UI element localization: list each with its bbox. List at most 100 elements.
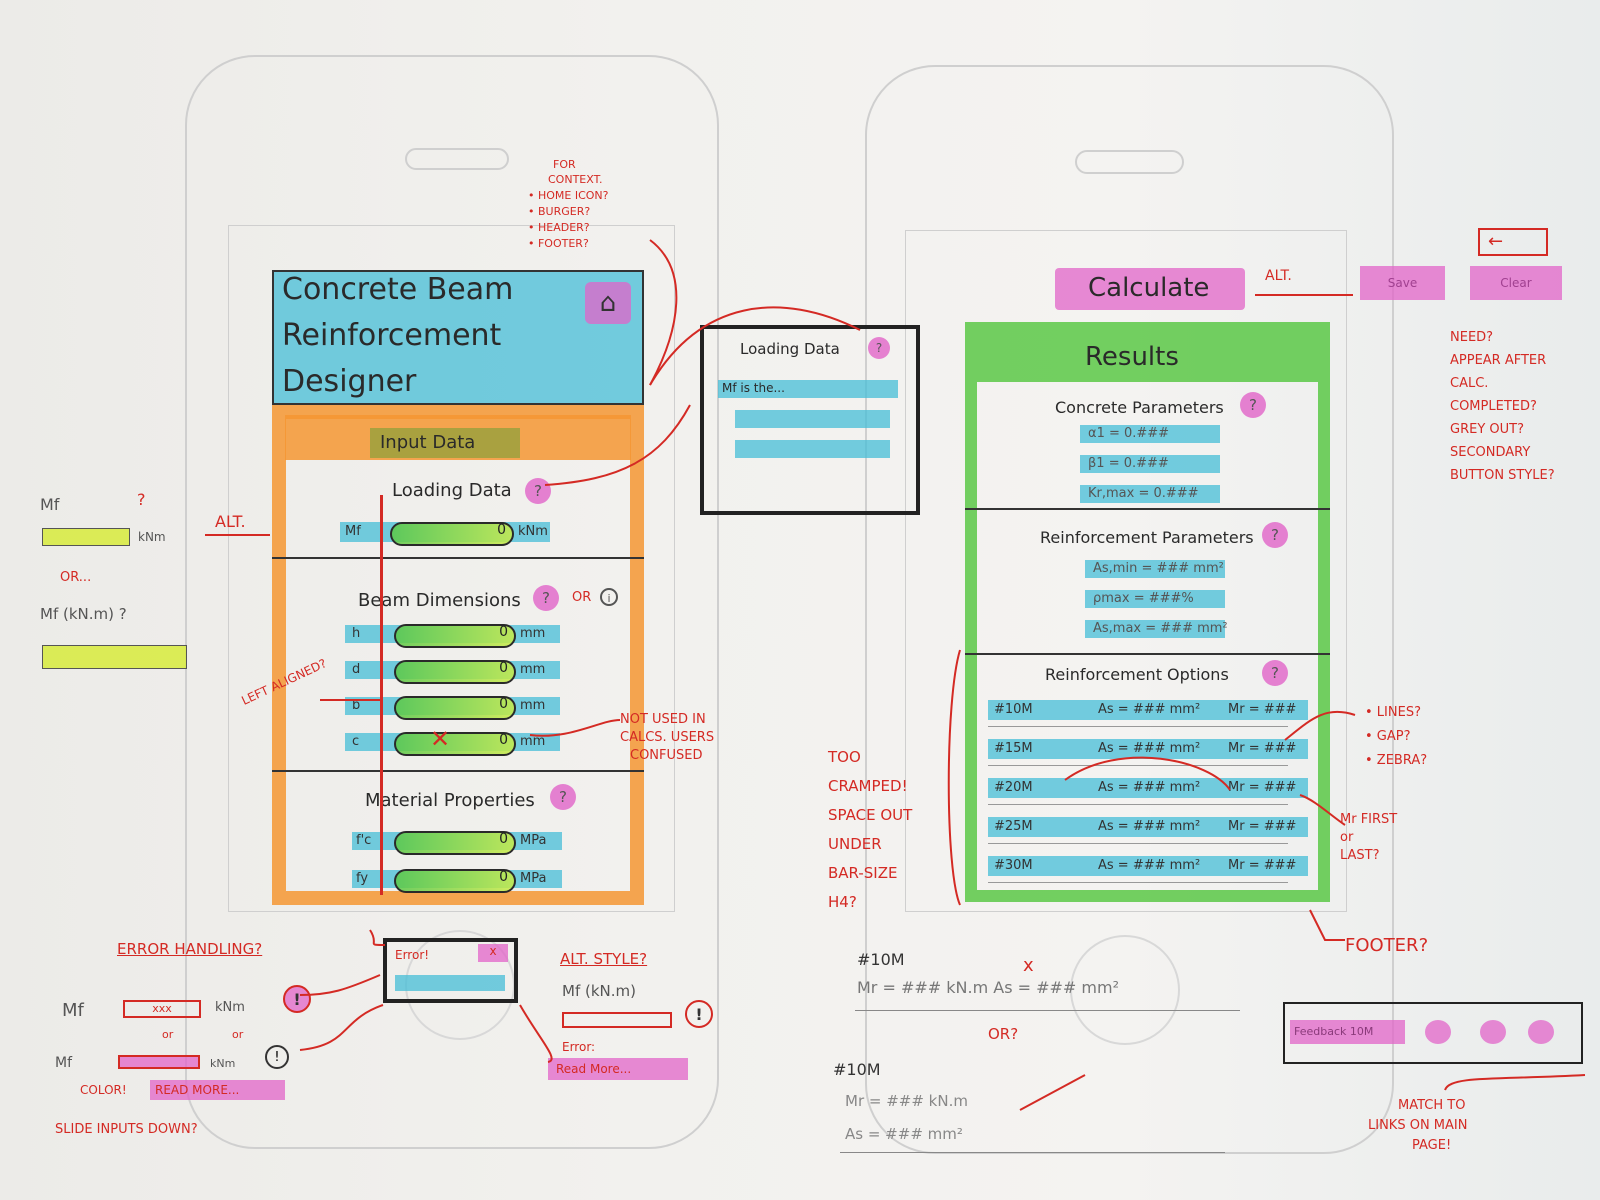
beam-field-label: b (352, 698, 361, 713)
error-mf-field-2 (118, 1055, 200, 1069)
material-help-icon[interactable]: ? (550, 784, 576, 810)
material-field-input[interactable]: 0 (394, 831, 516, 855)
concrete-value-bg (1080, 425, 1220, 443)
input-tab[interactable] (370, 428, 520, 458)
need-note: NEED? (1450, 330, 1494, 345)
option-bar-size: #20M (994, 780, 1033, 795)
beam-field-input[interactable]: 0 (394, 732, 516, 756)
loading-popup-help-icon[interactable]: ? (868, 337, 890, 359)
error-alert-icon: ! (283, 985, 311, 1013)
mr-order-note: LAST? (1340, 848, 1380, 863)
error-slide-note: SLIDE INPUTS DOWN? (55, 1122, 198, 1137)
error-read-more-bg (150, 1080, 285, 1100)
option-row-divider (988, 843, 1288, 844)
beam-help-icon[interactable]: ? (533, 585, 559, 611)
option-bar-size: #15M (994, 741, 1033, 756)
option-as: As = ### mm² (1098, 780, 1201, 795)
concrete-section-title: Concrete Parameters (1055, 398, 1224, 417)
alt-mf-label: Mf (40, 495, 60, 514)
clear-button-label: Clear (1500, 276, 1532, 290)
results-divider-2 (965, 653, 1330, 655)
error-alert-icon-2: ! (265, 1045, 289, 1069)
option-row[interactable]: #25M As = ### mm² Mr = ### (988, 817, 1308, 837)
error-read-more[interactable]: READ MORE... (155, 1083, 240, 1097)
option-as: As = ### mm² (1098, 858, 1201, 873)
need-note: BUTTON STYLE? (1450, 468, 1555, 483)
mr-order-note: or (1340, 830, 1354, 845)
save-button[interactable]: Save (1360, 266, 1445, 300)
reinf-help-icon[interactable]: ? (1262, 522, 1288, 548)
footer-icon-1[interactable] (1425, 1020, 1451, 1044)
beam-field-input[interactable]: 0 (394, 624, 516, 648)
concrete-help-icon[interactable]: ? (1240, 392, 1266, 418)
mf-input[interactable]: 0 (390, 522, 514, 546)
error-heading: ERROR HANDLING? (117, 940, 263, 958)
footer-icon-3[interactable] (1528, 1020, 1554, 1044)
left-phone-outline (185, 55, 719, 1149)
loading-popup-line-2 (735, 410, 890, 428)
beam-field-input[interactable]: 0 (394, 696, 516, 720)
results-divider-1 (965, 508, 1330, 510)
app-title-line-1: Concrete Beam (282, 272, 514, 307)
beam-info-icon-alt: i (600, 588, 618, 606)
calculate-button[interactable] (1055, 268, 1245, 310)
alt-mf-question: ? (137, 490, 146, 509)
reinf-value-bg (1085, 620, 1225, 638)
alt-mf-label-2: Mf (kN.m) ? (40, 605, 127, 623)
alt-style-read-more[interactable]: Read More... (556, 1062, 632, 1076)
cramped-note: SPACE OUT (828, 806, 913, 824)
reinf-value: As,min = ### mm² (1093, 561, 1224, 576)
option-bar-size: #25M (994, 819, 1033, 834)
cramped-note: CRAMPED! (828, 777, 908, 795)
footer-sketch (1283, 1002, 1583, 1064)
calc-alt-arrow: ALT. (1265, 268, 1292, 284)
reinf-value-bg (1085, 560, 1225, 578)
options-help-icon[interactable]: ? (1262, 660, 1288, 686)
material-field-value: 0 (499, 831, 508, 847)
footer-icon-2[interactable] (1480, 1020, 1506, 1044)
back-arrow-icon-sketch: ← (1478, 228, 1548, 256)
material-field-unit: MPa (520, 833, 547, 848)
material-field-value: 0 (499, 869, 508, 885)
match-note-1: LINKS ON MAIN (1368, 1118, 1468, 1133)
material-field-unit: MPa (520, 871, 547, 886)
beam-field-value: 0 (499, 732, 508, 748)
beam-field-unit: mm (520, 698, 546, 713)
calculate-button-label: Calculate (1088, 273, 1210, 303)
context-note-0: FOR (553, 158, 576, 171)
option-as: As = ### mm² (1098, 819, 1201, 834)
option-mr: Mr = ### (1228, 819, 1297, 834)
not-used-note-1: CALCS. USERS (620, 730, 715, 745)
app-title-line-2: Reinforcement (282, 318, 502, 353)
material-field-label: f'c (356, 833, 372, 848)
concrete-value: Kr,max = 0.### (1088, 486, 1199, 501)
beam-field-input[interactable]: 0 (394, 660, 516, 684)
left-phone-screen (228, 225, 675, 912)
loading-popup-title: Loading Data (740, 340, 840, 358)
clear-button[interactable]: Clear (1470, 266, 1562, 300)
footer-link-label: Feedback 10M (1294, 1025, 1374, 1038)
footer-link[interactable]: Feedback 10M (1290, 1020, 1405, 1044)
bottom-alt-bar-1: #10M (857, 950, 905, 969)
alt-style-label: Mf (kN.m) (562, 982, 636, 1000)
reinf-value: As,max = ### mm² (1093, 621, 1228, 636)
error-popup-line (395, 975, 505, 991)
error-or-2: or (232, 1028, 244, 1041)
loading-help-icon[interactable]: ? (525, 478, 551, 504)
left-phone-speaker (405, 148, 509, 170)
concrete-value: β1 = 0.### (1088, 456, 1169, 471)
app-title-line-3: Designer (282, 364, 417, 399)
option-bar-size: #10M (994, 702, 1033, 717)
alt-style-field (562, 1012, 672, 1028)
error-popup-close[interactable]: x (478, 944, 508, 962)
home-icon[interactable]: ⌂ (585, 282, 631, 324)
error-mf-label: Mf (62, 1000, 84, 1021)
alt-mf-field (42, 528, 130, 546)
option-row-divider (988, 765, 1288, 766)
material-field-input[interactable]: 0 (394, 869, 516, 893)
mf-label: Mf (345, 524, 361, 539)
